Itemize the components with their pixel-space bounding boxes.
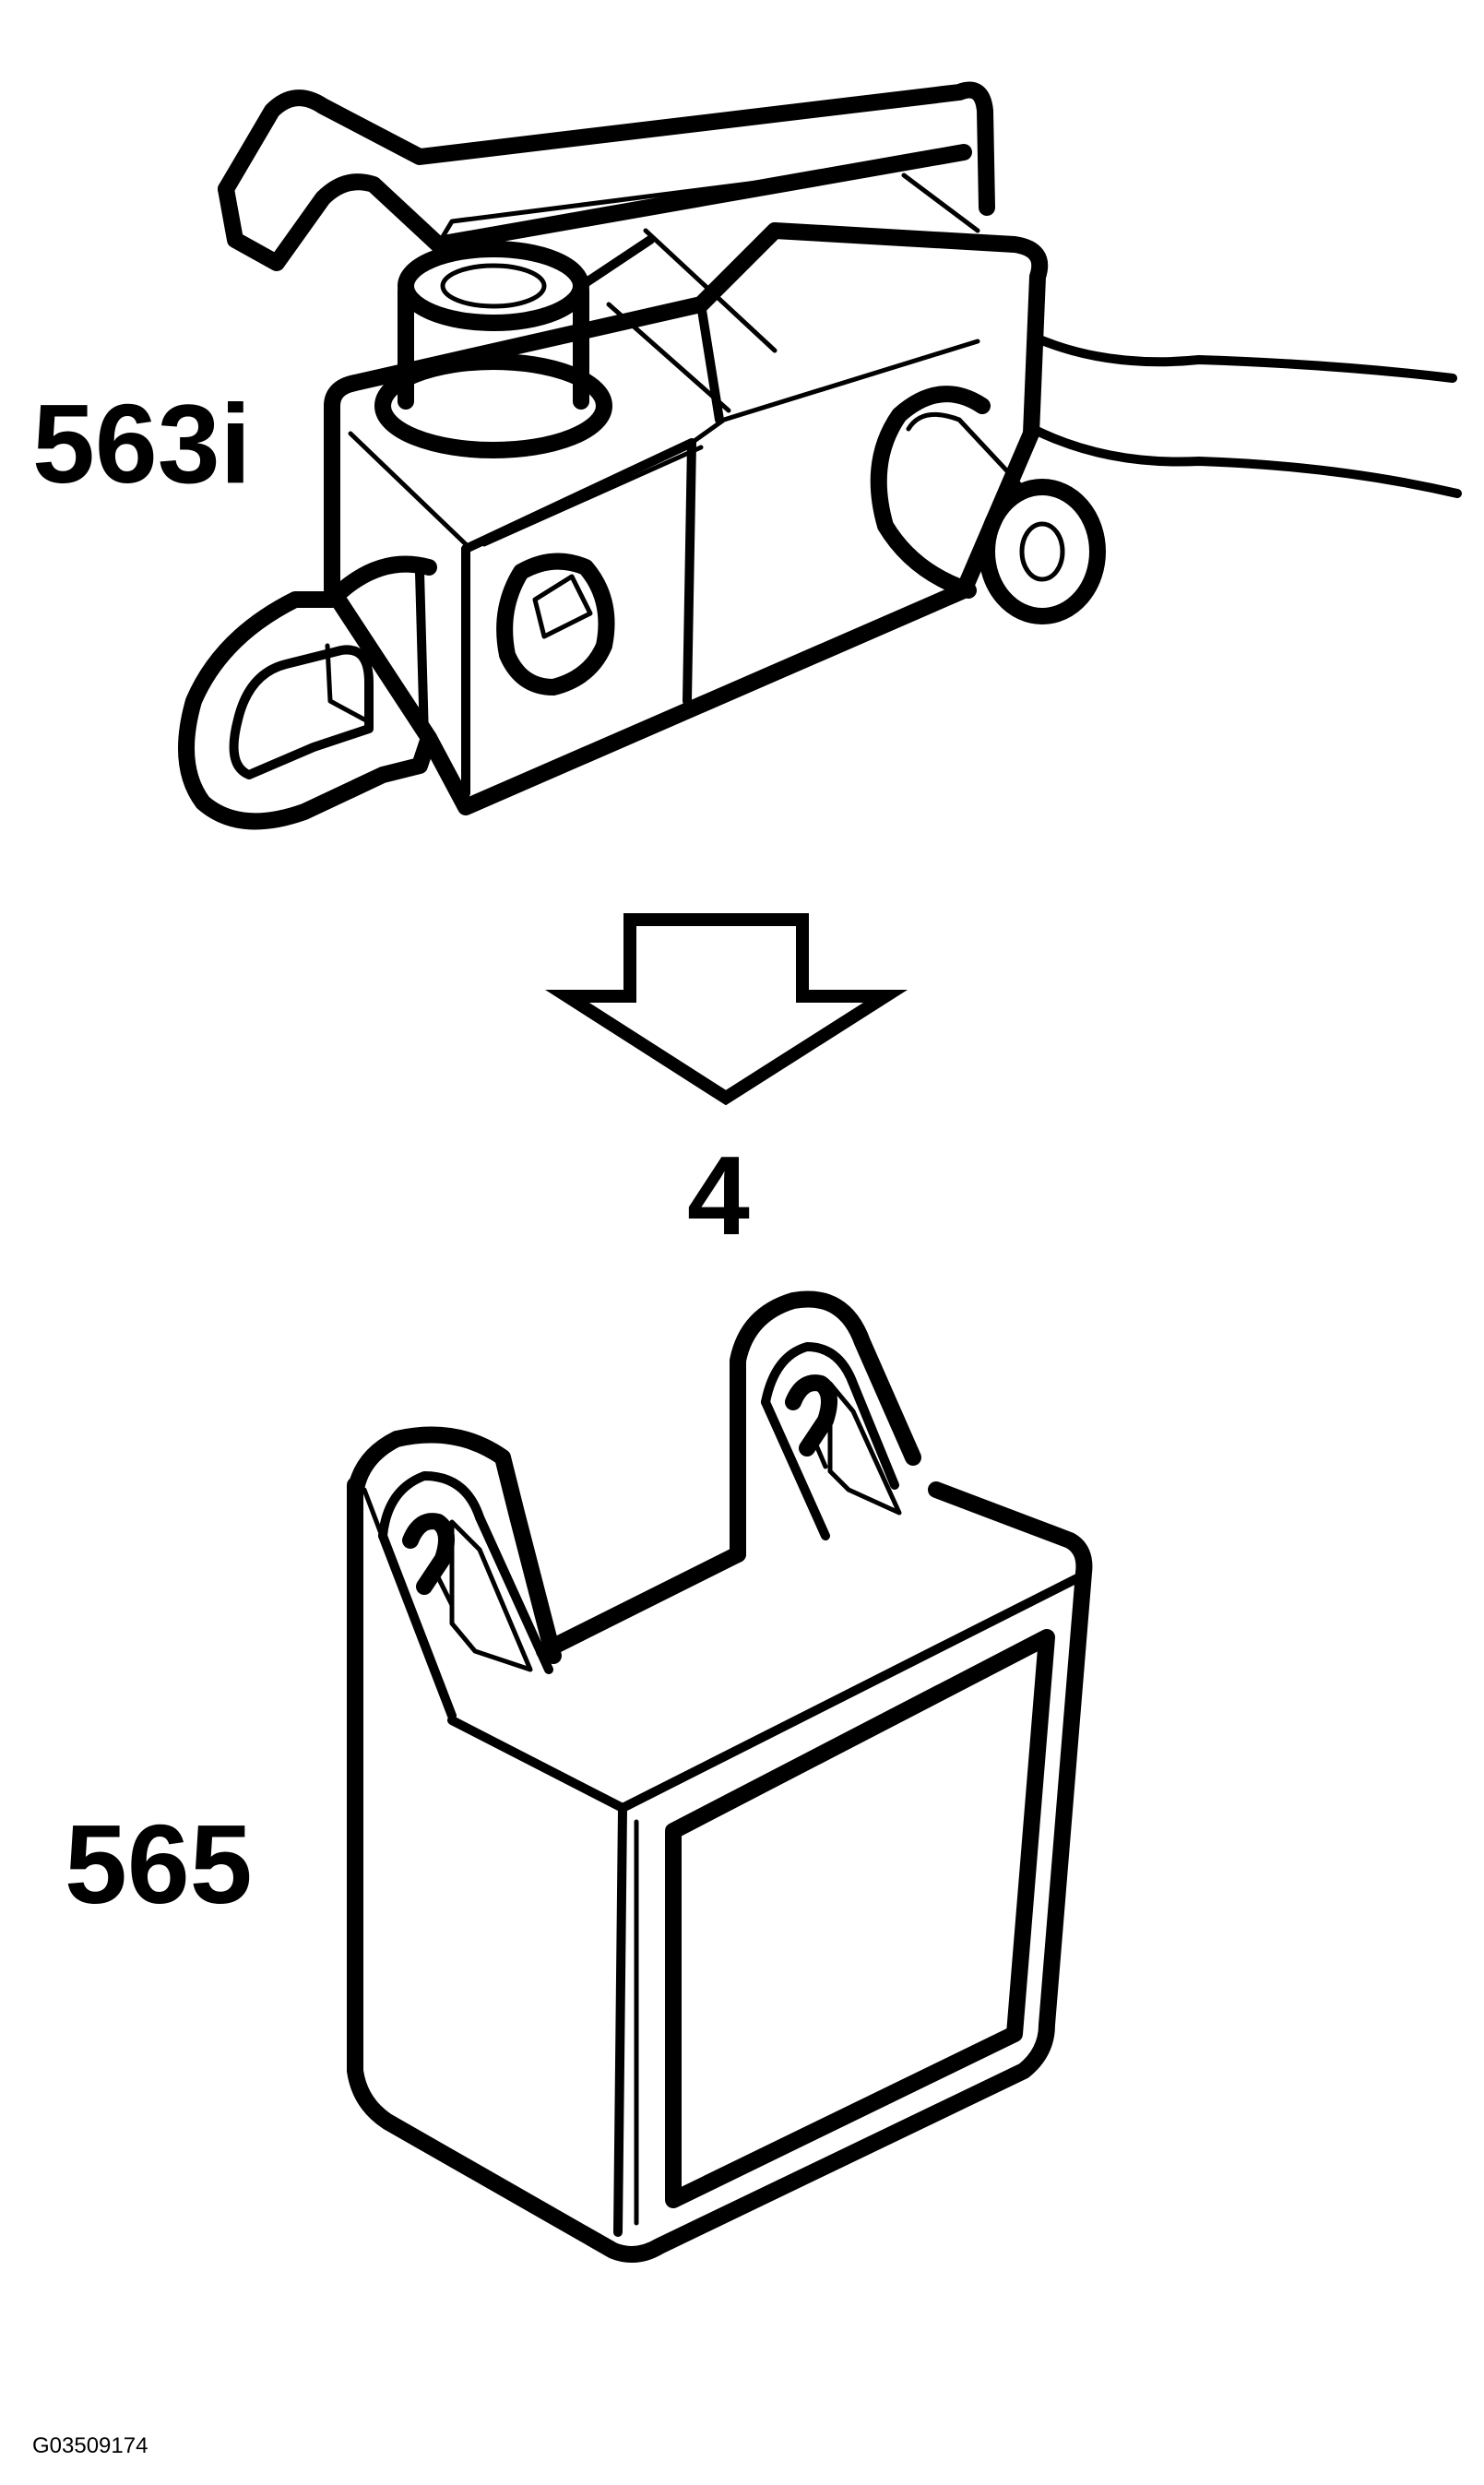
- housing-left-lug: [347, 1426, 562, 1720]
- housing-body: [347, 1477, 1093, 2263]
- figure-id-label: G03509174: [32, 2433, 148, 2458]
- switch-lever: [218, 81, 995, 271]
- switch-plunger: [374, 241, 612, 458]
- switch-body: [324, 172, 1049, 815]
- switch-mount-hole: [496, 553, 615, 696]
- replacement-housing-part: [347, 1290, 1093, 2263]
- step-number-label: 4: [687, 1133, 750, 1258]
- micro-switch-part: [178, 81, 1462, 830]
- switch-mounting-tab: [178, 555, 437, 830]
- housing-right-lug: [730, 1290, 921, 1563]
- switch-wires: [1028, 332, 1462, 498]
- switch-side-boss: [870, 386, 1106, 624]
- part-label-563i: 563i: [32, 381, 252, 506]
- part-label-565: 565: [65, 1801, 253, 1927]
- replacement-arrow: [545, 913, 908, 1106]
